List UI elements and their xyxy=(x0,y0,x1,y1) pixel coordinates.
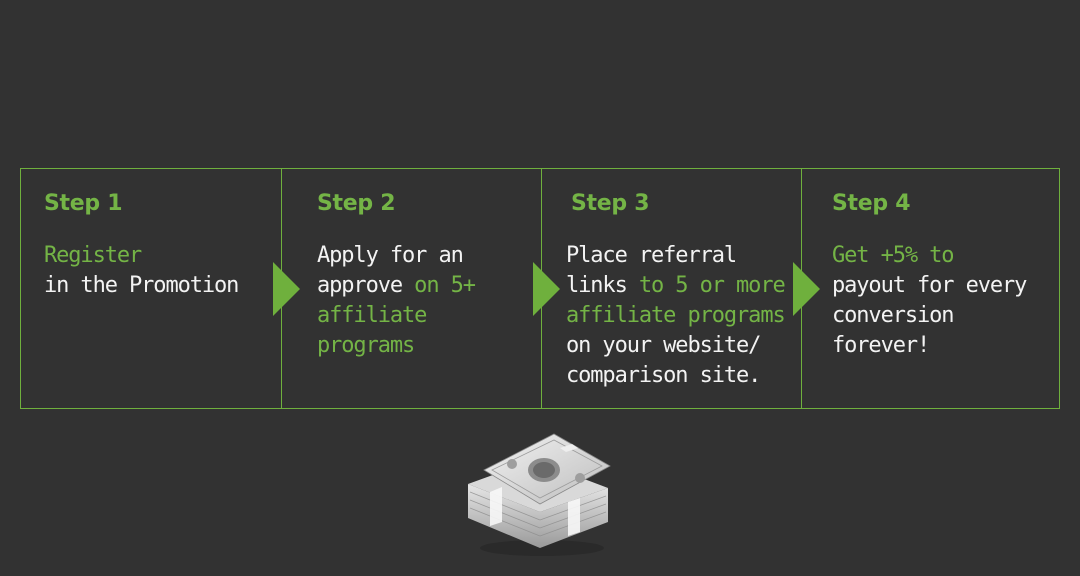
step-4-text: payout for every xyxy=(832,273,1027,298)
step-3-text: on your website/ xyxy=(566,333,761,358)
step-1-text-highlight: Register xyxy=(44,243,142,268)
step-2-text: Apply for an xyxy=(317,243,464,268)
money-stack-icon xyxy=(468,433,611,556)
step-3-card: Step 3 Place referral links to 5 or more… xyxy=(533,169,801,408)
step-2-text-highlight: affiliate xyxy=(317,303,427,328)
step-2-text-highlight: programs xyxy=(317,333,415,358)
step-4-card: Step 4 Get +5% to payout for every conve… xyxy=(793,169,1059,408)
arrow-right-icon xyxy=(273,262,300,316)
step-4-text: conversion xyxy=(832,303,955,328)
arrow-right-icon xyxy=(793,262,820,316)
step-2-text-highlight: on 5+ xyxy=(414,273,476,298)
step-3-text: comparison site. xyxy=(566,363,761,388)
step-4-text-highlight: Get +5% to xyxy=(832,243,955,268)
step-4-title: Step 4 xyxy=(832,191,911,216)
arrow-right-icon xyxy=(533,262,560,316)
step-2-title: Step 2 xyxy=(317,191,396,216)
step-4-text: forever! xyxy=(832,333,930,358)
step-1-description: Register in the Promotion xyxy=(44,241,239,301)
step-1-text: in the Promotion xyxy=(44,273,239,298)
step-2-card: Step 2 Apply for an approve on 5+ affili… xyxy=(273,169,541,408)
step-3-text-highlight: affiliate programs xyxy=(566,303,786,328)
step-3-text: Place referral xyxy=(566,243,737,268)
step-3-title: Step 3 xyxy=(571,191,650,216)
step-1-title: Step 1 xyxy=(44,191,123,216)
step-2-text: approve xyxy=(317,273,415,298)
step-3-text-highlight: to 5 or more xyxy=(638,273,786,298)
step-2-description: Apply for an approve on 5+ affiliate pro… xyxy=(317,241,476,361)
step-1-card: Step 1 Register in the Promotion xyxy=(21,169,281,408)
steps-container: Step 1 Register in the Promotion Step 2 … xyxy=(20,168,1060,409)
step-3-text: links xyxy=(566,273,639,298)
step-3-description: Place referral links to 5 or more affili… xyxy=(566,241,786,391)
step-4-description: Get +5% to payout for every conversion f… xyxy=(832,241,1027,361)
